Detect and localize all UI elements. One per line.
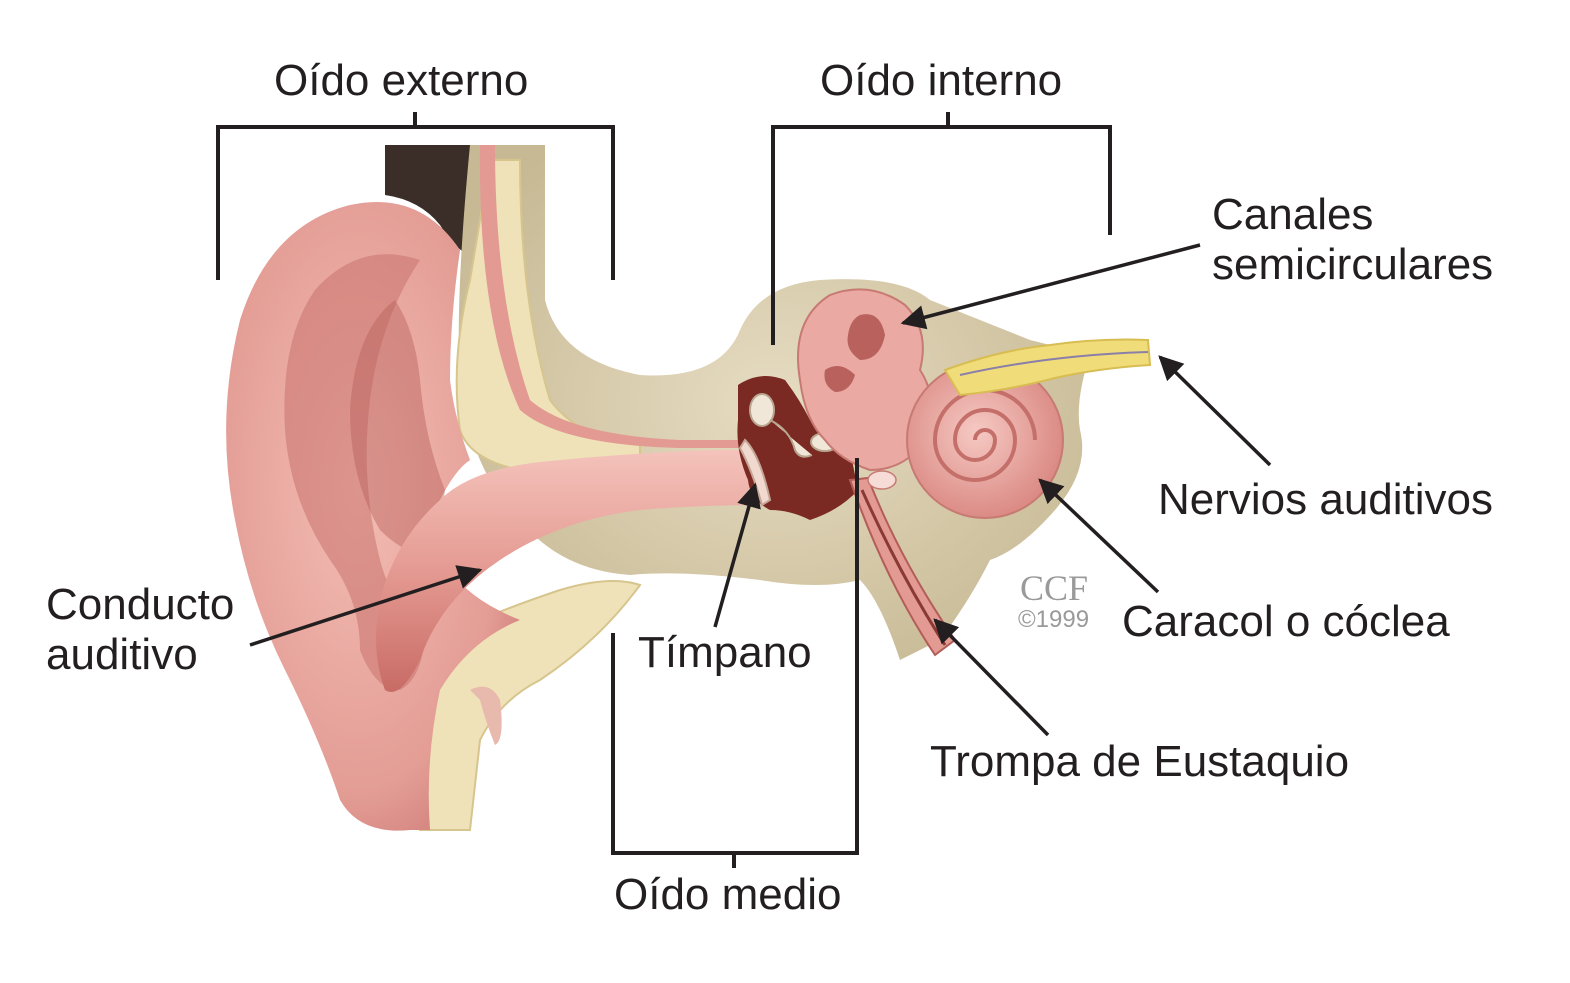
arrow-eardrum [713, 482, 761, 628]
arrow-eustachian-tube [933, 618, 1050, 737]
round-window [867, 470, 897, 490]
credit-mark: CCF [1020, 568, 1089, 608]
eardrum-membrane [738, 438, 772, 507]
leader-arrows [249, 243, 1272, 737]
credit-year: ©1999 [1018, 606, 1090, 633]
label-auditory-nerves: Nervios auditivos [1158, 475, 1494, 524]
arrow-cochlea [1038, 478, 1160, 594]
arrow-semicircular-canals [900, 243, 1201, 330]
label-eustachian-tube: Trompa de Eustaquio [930, 737, 1350, 786]
label-inner-ear: Oído interno [820, 56, 1063, 105]
ossicles [749, 393, 840, 458]
label-outer-ear: Oído externo [274, 56, 529, 105]
concha-bowl [350, 300, 450, 560]
bracket-middle-ear [611, 458, 859, 868]
earlobe-tip [470, 686, 502, 745]
ear-canal [376, 450, 765, 692]
hair-region [385, 145, 470, 255]
label-cochlea: Caracol o cóclea [1122, 597, 1450, 646]
semicircular-canal-loop [847, 314, 885, 360]
arrow-auditory-nerves [1158, 355, 1272, 467]
label-semicircular-canals-line1: Canales [1212, 190, 1374, 239]
label-semicircular-canals-line2: semicirculares [1212, 240, 1494, 289]
arrow-ear-canal [249, 565, 483, 647]
bracket-inner-ear [771, 112, 1112, 345]
bracket-outer-ear [216, 112, 615, 280]
auditory-nerve-bundle [943, 338, 1152, 397]
label-eardrum: Tímpano [638, 628, 812, 677]
label-ear-canal-line1: Conducto [46, 580, 235, 629]
nerve-fiber-line [959, 351, 1149, 376]
auricle-inner-fold [284, 254, 425, 691]
label-ear-canal-line2: auditivo [46, 630, 198, 679]
semicircular-canal-loop-2 [824, 366, 855, 392]
label-middle-ear: Oído medio [614, 870, 842, 919]
